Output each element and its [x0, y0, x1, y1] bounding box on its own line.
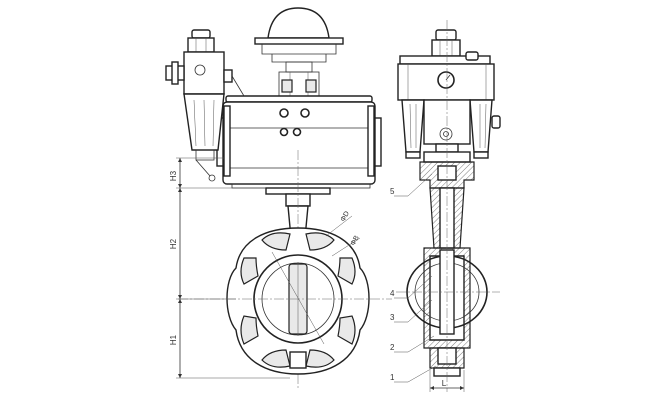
callout-3: 3	[390, 313, 395, 322]
side-section	[396, 20, 500, 392]
callout-leaders	[394, 173, 437, 383]
dim-h2-label: H2	[169, 238, 178, 249]
front-view: H3 H2 H1 ΦD ΦB	[165, 7, 392, 390]
valve-body	[178, 227, 392, 375]
air-filter-regulator	[165, 29, 245, 182]
side-actuator-top	[397, 29, 501, 163]
callout-4: 4	[390, 289, 395, 298]
dim-l-label: L	[442, 379, 447, 388]
dim-h1-label: H1	[169, 334, 178, 345]
front-dimensions	[176, 157, 361, 379]
dim-bolt-circle-label: ΦD	[340, 210, 351, 223]
side-view: 5 4 3 2 1 L	[390, 20, 501, 392]
side-dimension-l	[429, 370, 465, 392]
callout-1: 1	[390, 373, 395, 382]
dim-h3-label: H3	[169, 170, 178, 181]
callout-5: 5	[390, 187, 395, 196]
position-indicator-dome	[254, 7, 344, 99]
pneumatic-actuator	[216, 95, 382, 195]
dim-outer-dia-label: ΦB	[350, 234, 361, 247]
callout-2: 2	[390, 343, 395, 352]
